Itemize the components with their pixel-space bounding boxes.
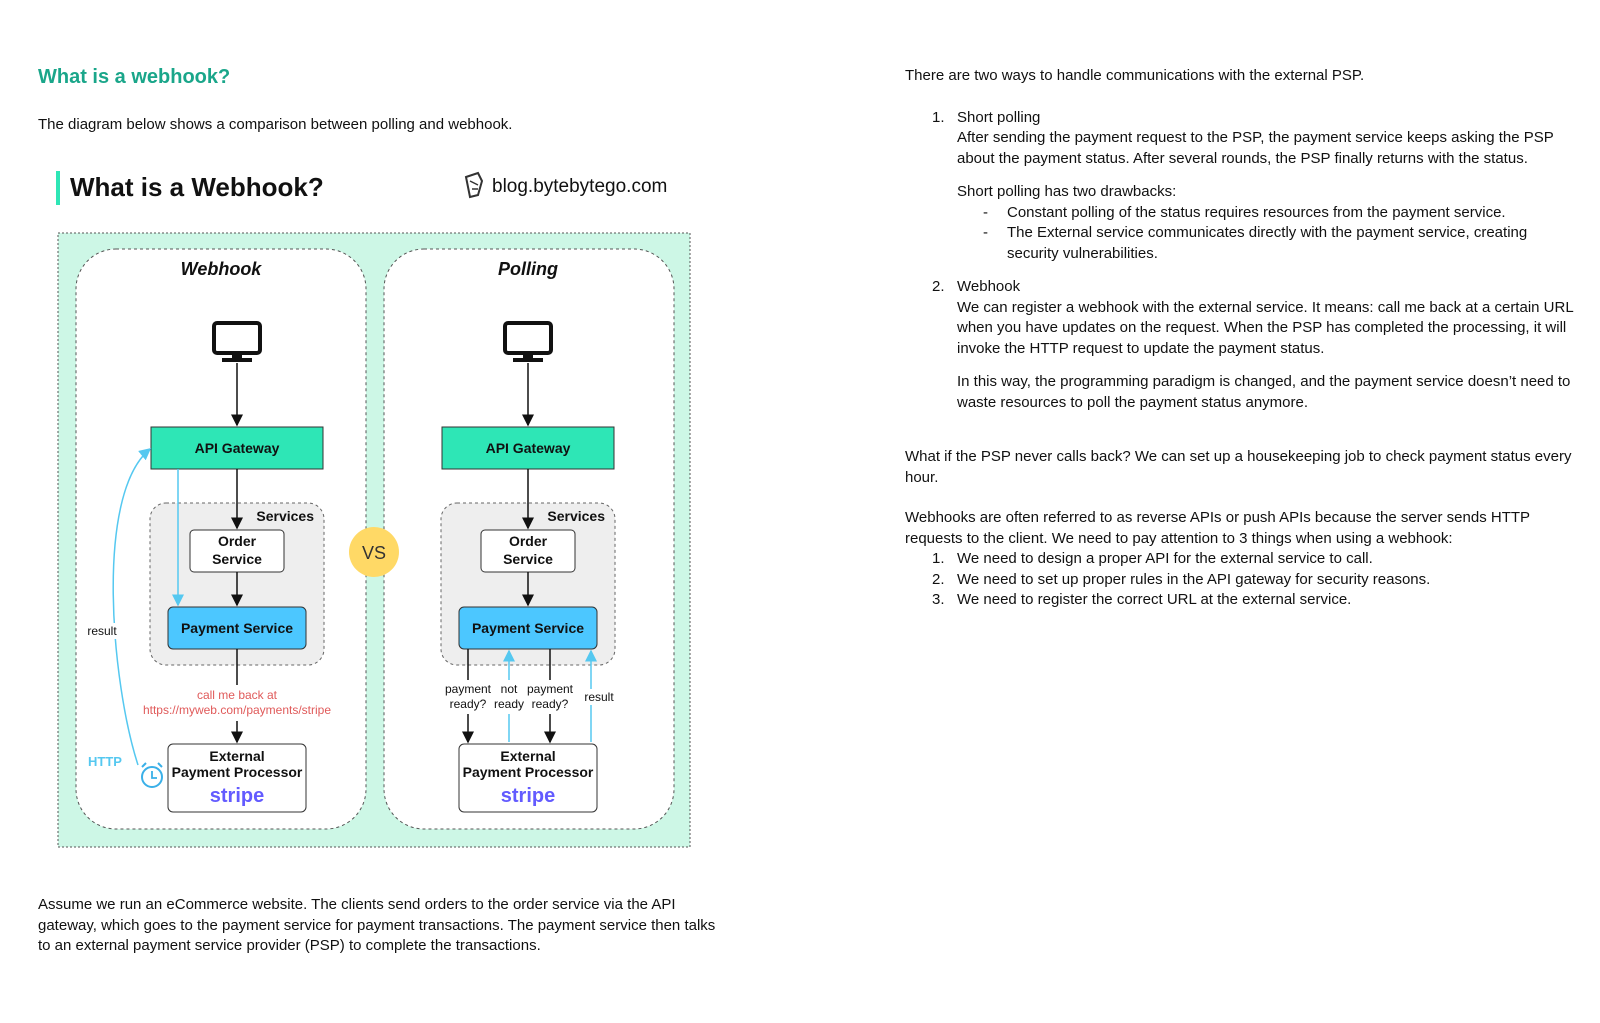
polling-notready-l1: not bbox=[501, 682, 518, 696]
page-heading: What is a webhook? bbox=[38, 66, 231, 88]
polling-ready2-l1: payment bbox=[527, 682, 574, 696]
right-column: There are two ways to handle communicati… bbox=[905, 66, 1575, 611]
list-item-drawback-1: - Constant polling of the status require… bbox=[905, 203, 1575, 224]
drawbacks-title: Short polling has two drawbacks: bbox=[957, 183, 1177, 200]
callback-label-bg bbox=[160, 685, 314, 721]
webhook-result-bg bbox=[84, 623, 120, 639]
webhook-ext-l2: Payment Processor bbox=[172, 764, 303, 780]
short-polling-desc: After sending the payment request to the… bbox=[957, 129, 1554, 167]
bytebytego-logo-icon bbox=[464, 171, 484, 199]
polling-stripe-logo: stripe bbox=[501, 785, 555, 807]
list-item-short-polling: 1. Short polling After sending the payme… bbox=[905, 108, 1575, 170]
title-accent bbox=[56, 171, 60, 205]
list-number: 1. bbox=[932, 550, 945, 567]
thing-1-text: We need to design a proper API for the e… bbox=[957, 550, 1373, 567]
polling-client-monitor-icon bbox=[503, 321, 553, 362]
housekeeping-paragraph: What if the PSP never calls back? We can… bbox=[905, 448, 1572, 486]
polling-heading: Polling bbox=[498, 259, 558, 279]
thing-2-text: We need to set up proper rules in the AP… bbox=[957, 570, 1431, 588]
callback-url: https://myweb.com/payments/stripe bbox=[143, 703, 331, 717]
webhook-result-label: result bbox=[87, 624, 117, 638]
vs-label: VS bbox=[362, 543, 386, 563]
drawback-1-text: Constant polling of the status requires … bbox=[1007, 203, 1506, 221]
polling-ext-l2: Payment Processor bbox=[463, 764, 594, 780]
reverse-apis-paragraph: Webhooks are often referred to as revers… bbox=[905, 509, 1530, 547]
polling-ready1-l1: payment bbox=[445, 682, 492, 696]
polling-services-label: Services bbox=[547, 508, 605, 524]
polling-result-label: result bbox=[584, 690, 614, 704]
alarm-clock-icon bbox=[141, 762, 163, 788]
list-item-thing-1: 1. We need to design a proper API for th… bbox=[905, 549, 1575, 570]
polling-payment-service bbox=[458, 606, 598, 650]
polling-ready2-l2: ready? bbox=[532, 697, 569, 711]
webhook-title: Webhook bbox=[957, 278, 1021, 295]
right-intro: There are two ways to handle communicati… bbox=[905, 67, 1365, 84]
list-number: 2. bbox=[932, 278, 945, 295]
polling-order-l1: Order bbox=[509, 533, 548, 549]
polling-notready-l2: ready bbox=[494, 697, 524, 711]
polling-ext-l1: External bbox=[500, 748, 555, 764]
intro-text: The diagram below shows a comparison bet… bbox=[38, 116, 513, 133]
polling-labels-bg bbox=[442, 680, 582, 714]
webhook-heading: Webhook bbox=[181, 259, 263, 279]
webhook-order-l1: Order bbox=[218, 533, 257, 549]
list-number: 3. bbox=[932, 591, 945, 608]
thing-3-text: We need to register the correct URL at t… bbox=[957, 591, 1352, 608]
short-polling-title: Short polling bbox=[957, 108, 1041, 126]
list-number: 1. bbox=[932, 108, 945, 126]
drawback-2-text: The External service communicates direct… bbox=[1007, 224, 1528, 262]
webhook-http-label: HTTP bbox=[88, 754, 122, 769]
dash-bullet: - bbox=[983, 224, 988, 241]
list-number: 2. bbox=[932, 570, 945, 588]
vs-badge bbox=[349, 527, 399, 577]
webhook-services-label: Services bbox=[256, 508, 314, 524]
list-item-thing-2: 2. We need to set up proper rules in the… bbox=[905, 570, 1575, 591]
callback-l1: call me back at bbox=[197, 688, 278, 702]
polling-api-gateway-label: API Gateway bbox=[486, 440, 571, 456]
polling-api-gateway bbox=[441, 426, 615, 470]
webhook-more: In this way, the programming paradigm is… bbox=[957, 373, 1571, 411]
polling-ready1-l2: ready? bbox=[450, 697, 487, 711]
webhook-client-monitor-icon bbox=[212, 321, 262, 362]
ecommerce-paragraph: Assume we run an eCommerce website. The … bbox=[38, 896, 716, 954]
polling-external-processor bbox=[458, 743, 598, 813]
webhook-diagram: What is a Webhook? blog.bytebytego.com W… bbox=[50, 165, 720, 875]
diagram-title: What is a Webhook? bbox=[70, 172, 324, 202]
list-item-webhook: 2. Webhook We can register a webhook wit… bbox=[905, 277, 1575, 359]
webhook-external-processor bbox=[167, 743, 307, 813]
webhook-order-l2: Service bbox=[212, 551, 262, 567]
webhook-payment-label: Payment Service bbox=[181, 620, 293, 636]
list-item-thing-3: 3. We need to register the correct URL a… bbox=[905, 590, 1575, 611]
polling-payment-label: Payment Service bbox=[472, 620, 584, 636]
webhook-desc: We can register a webhook with the exter… bbox=[957, 298, 1574, 357]
webhook-result-curve bbox=[112, 448, 152, 766]
webhook-ext-l1: External bbox=[209, 748, 264, 764]
webhook-api-gateway-label: API Gateway bbox=[195, 440, 280, 456]
polling-order-l2: Service bbox=[503, 551, 553, 567]
webhook-stripe-logo: stripe bbox=[210, 785, 264, 807]
diagram-brand: blog.bytebytego.com bbox=[492, 176, 667, 197]
webhook-api-gateway bbox=[150, 426, 324, 470]
dash-bullet: - bbox=[983, 203, 988, 221]
list-item-drawback-2: - The External service communicates dire… bbox=[905, 223, 1575, 264]
polling-result-bg bbox=[582, 689, 618, 705]
